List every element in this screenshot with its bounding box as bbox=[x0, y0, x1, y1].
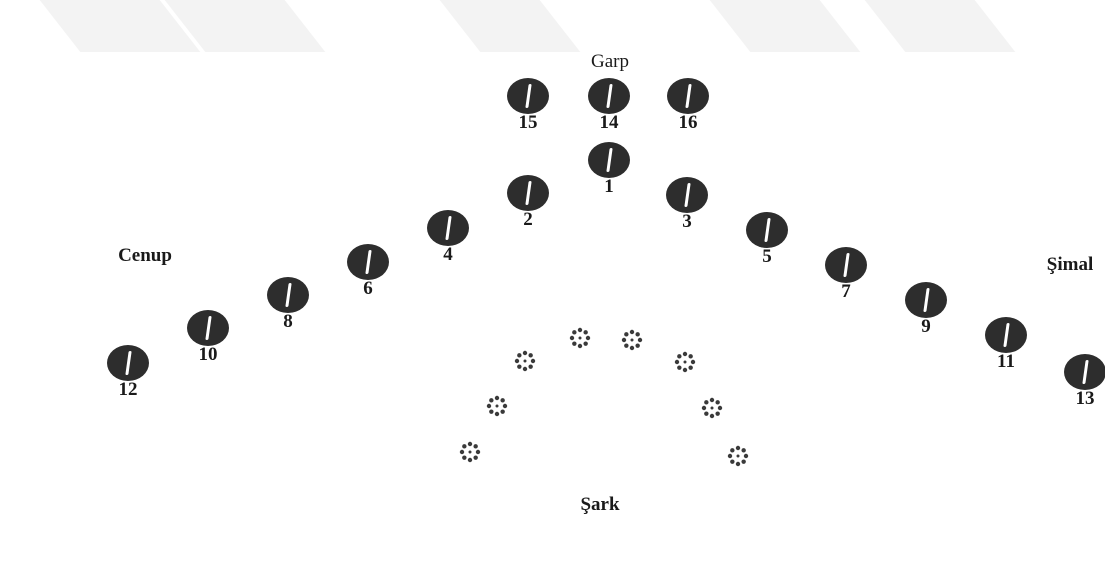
marker-10 bbox=[186, 310, 230, 346]
marker-12 bbox=[106, 345, 150, 381]
asterisk-cluster-icon bbox=[621, 329, 643, 351]
asterisk-cluster-icon bbox=[486, 395, 508, 417]
marker-3 bbox=[665, 177, 709, 213]
direction-label-top: Garp bbox=[591, 51, 629, 72]
watermark-stripe bbox=[439, 0, 581, 52]
marker-label: 8 bbox=[283, 311, 293, 332]
marker-5 bbox=[745, 212, 789, 248]
marker-11 bbox=[984, 317, 1028, 353]
marker-label: 16 bbox=[678, 112, 698, 133]
marker-label: 1 bbox=[604, 176, 614, 197]
marker-label: 14 bbox=[599, 112, 619, 133]
marker-label: 10 bbox=[198, 344, 218, 365]
watermark-stripe bbox=[709, 0, 861, 52]
marker-15 bbox=[506, 78, 550, 114]
marker-label: 6 bbox=[363, 278, 373, 299]
marker-label: 13 bbox=[1075, 388, 1095, 409]
marker-label: 9 bbox=[921, 316, 931, 337]
marker-9 bbox=[904, 282, 948, 318]
asterisk-cluster-icon bbox=[701, 397, 723, 419]
watermark-stripe bbox=[864, 0, 1016, 52]
marker-7 bbox=[824, 247, 868, 283]
marker-8 bbox=[266, 277, 310, 313]
marker-14 bbox=[587, 78, 631, 114]
marker-label: 5 bbox=[762, 246, 772, 267]
marker-2 bbox=[506, 175, 550, 211]
direction-label-left: Cenup bbox=[118, 245, 172, 266]
asterisk-cluster-icon bbox=[674, 351, 696, 373]
asterisk-cluster-icon bbox=[459, 441, 481, 463]
asterisk-cluster-icon bbox=[514, 350, 536, 372]
marker-label: 12 bbox=[118, 379, 138, 400]
marker-13 bbox=[1063, 354, 1105, 390]
marker-label: 11 bbox=[997, 351, 1015, 372]
asterisk-cluster-icon bbox=[569, 327, 591, 349]
direction-label-bottom: Şark bbox=[580, 494, 620, 515]
marker-label: 7 bbox=[841, 281, 851, 302]
marker-label: 3 bbox=[682, 211, 692, 232]
direction-label-right: Şimal bbox=[1046, 254, 1094, 275]
marker-16 bbox=[666, 78, 710, 114]
marker-4 bbox=[426, 210, 470, 246]
asterisk-cluster-icon bbox=[727, 445, 749, 467]
marker-label: 2 bbox=[523, 209, 533, 230]
marker-label: 4 bbox=[443, 244, 453, 265]
marker-6 bbox=[346, 244, 390, 280]
marker-1 bbox=[587, 142, 631, 178]
marker-label: 15 bbox=[518, 112, 538, 133]
